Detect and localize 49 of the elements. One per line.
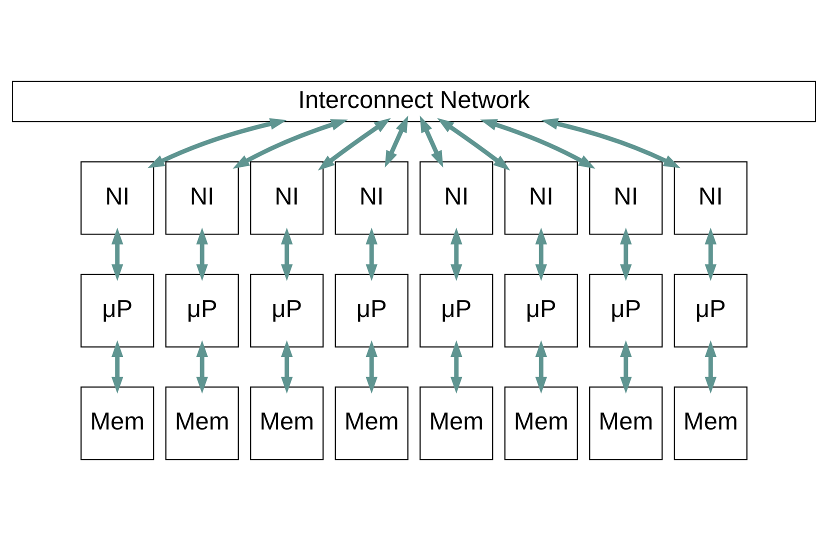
arrow [196, 228, 208, 281]
node-box: μP [80, 274, 154, 348]
node-box: NI [165, 161, 239, 235]
node-box: NI [589, 161, 663, 235]
arrow [196, 340, 208, 394]
node-box: NI [420, 161, 494, 235]
node-box: Mem [420, 386, 494, 460]
arrow [450, 228, 462, 281]
node-box: NI [250, 161, 324, 235]
node-box: Mem [674, 386, 748, 460]
arrow [111, 228, 124, 281]
arrow [384, 116, 408, 168]
arrow [437, 118, 510, 171]
arrow [111, 340, 124, 394]
arrow [480, 119, 596, 169]
node-box: Mem [165, 386, 239, 460]
node-box: μP [165, 274, 239, 348]
node-box: Mem [504, 386, 578, 460]
node-box: NI [504, 161, 578, 235]
arrow [620, 228, 632, 281]
arrow [148, 118, 287, 168]
arrow [620, 340, 632, 394]
arrow [704, 340, 717, 394]
arrow [420, 116, 444, 168]
node-box: μP [420, 274, 494, 348]
arrow [450, 340, 462, 394]
node-box: μP [504, 274, 578, 348]
node-box: Interconnect Network [12, 80, 816, 122]
arrow [535, 228, 548, 281]
arrow [366, 340, 378, 394]
arrow [232, 119, 348, 169]
arrow [704, 228, 717, 281]
node-box: μP [674, 274, 748, 348]
arrow [535, 340, 548, 394]
node-box: μP [334, 274, 408, 348]
arrow [280, 228, 293, 281]
node-box: Mem [80, 386, 154, 460]
node-box: Mem [589, 386, 663, 460]
arrow [366, 228, 378, 281]
node-box: NI [674, 161, 748, 235]
node-box: Mem [334, 386, 408, 460]
node-box: μP [250, 274, 324, 348]
node-box: NI [80, 161, 154, 235]
node-box: NI [334, 161, 408, 235]
arrow [541, 118, 680, 168]
arrow [280, 340, 293, 394]
node-box: μP [589, 274, 663, 348]
arrow [318, 118, 391, 171]
node-box: Mem [250, 386, 324, 460]
